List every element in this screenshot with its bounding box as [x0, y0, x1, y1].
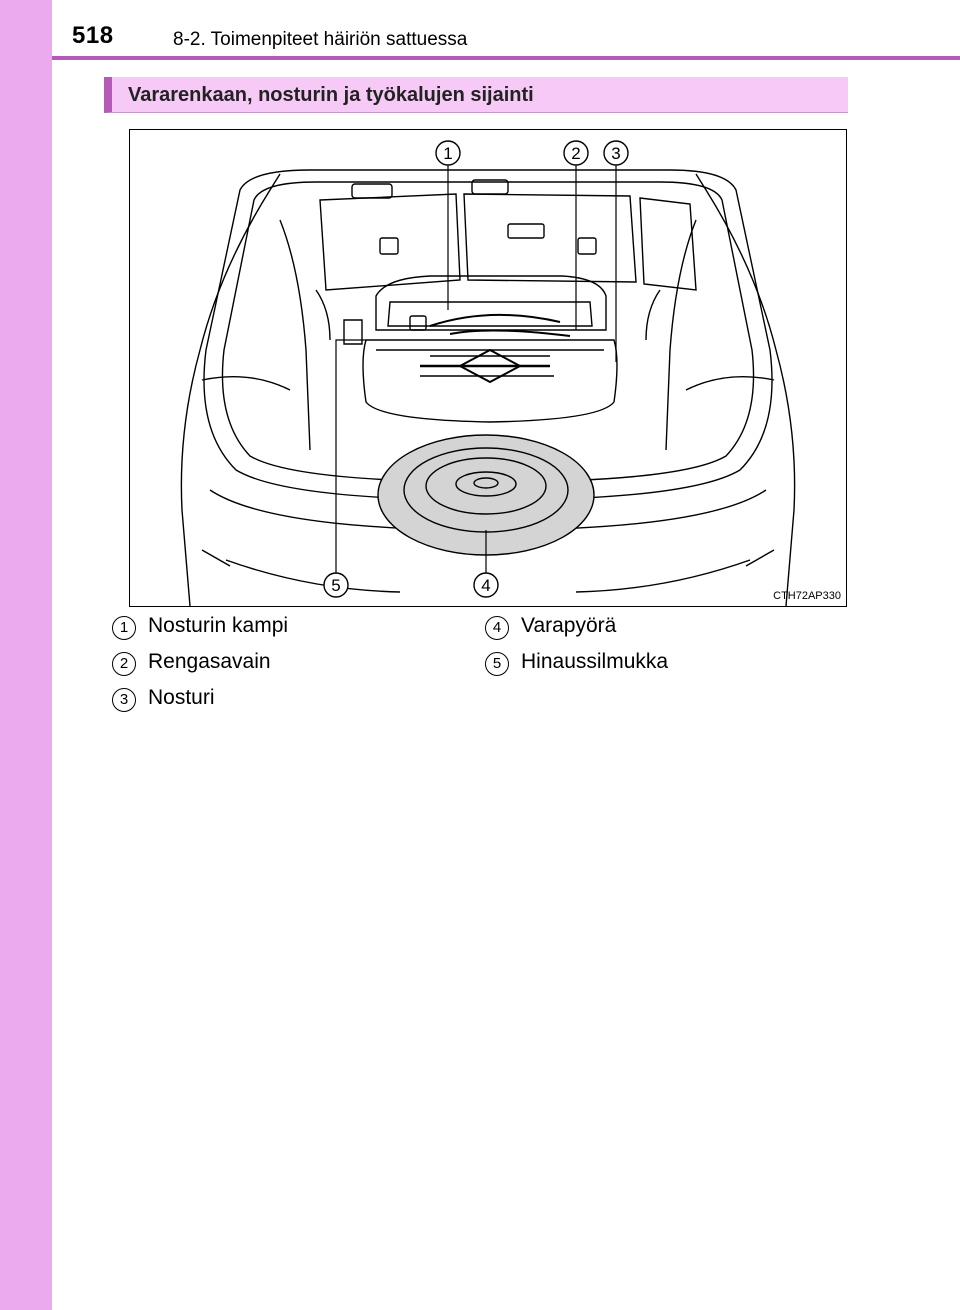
legend-label: Nosturi [148, 686, 215, 709]
trunk-illustration: 1 2 3 4 5 CTH72AP330 [129, 129, 847, 607]
legend-label: Hinaussilmukka [521, 650, 669, 673]
legend-number: 4 [485, 616, 509, 640]
page-number: 518 [72, 22, 114, 49]
legend-number: 3 [112, 688, 136, 712]
section-heading-text: Vararenkaan, nosturin ja työkalujen sija… [128, 84, 534, 106]
legend-label: Rengasavain [148, 650, 271, 673]
legend-number: 2 [112, 652, 136, 676]
callout-5: 5 [331, 576, 340, 595]
legend-number: 1 [112, 616, 136, 640]
callout-4: 4 [481, 576, 490, 595]
legend-number: 5 [485, 652, 509, 676]
legend-label: Nosturin kampi [148, 614, 289, 637]
legend-label: Varapyörä [521, 614, 617, 637]
callout-3: 3 [611, 144, 620, 163]
side-tab-bar [0, 0, 52, 1310]
trunk-drawing: 1 2 3 4 5 [180, 140, 796, 606]
callout-1: 1 [443, 144, 452, 163]
callout-2: 2 [571, 144, 580, 163]
header-divider [52, 56, 960, 60]
chapter-title: 8-2. Toimenpiteet häiriön sattuessa [173, 29, 468, 50]
section-heading: Vararenkaan, nosturin ja työkalujen sija… [104, 77, 848, 113]
figure-code: CTH72AP330 [773, 590, 841, 602]
